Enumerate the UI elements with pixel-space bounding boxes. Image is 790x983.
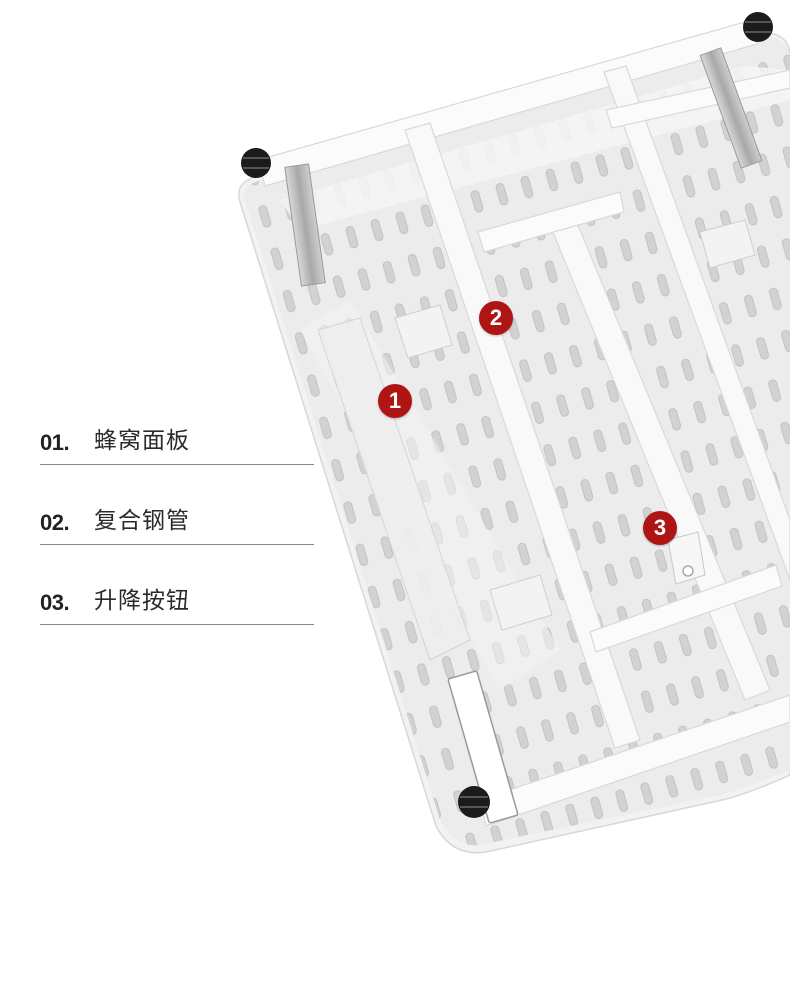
lift-button bbox=[682, 565, 694, 577]
mount-block-1 bbox=[394, 304, 453, 359]
side-rib-left bbox=[317, 317, 471, 661]
legend-number: 03. bbox=[40, 590, 70, 615]
legend-number: 01. bbox=[40, 430, 70, 455]
legend-number: 02. bbox=[40, 510, 70, 535]
callout-marker-1: 1 bbox=[378, 384, 412, 418]
foot-bottom-left bbox=[458, 786, 490, 818]
legend-item-2: 02. 复合钢管 bbox=[40, 502, 314, 545]
latch-plate-top-left bbox=[284, 163, 326, 287]
callout-marker-2: 2 bbox=[479, 301, 513, 335]
lift-button-housing bbox=[667, 531, 706, 585]
mount-block-2 bbox=[489, 574, 553, 631]
legend-item-1: 01. 蜂窝面板 bbox=[40, 422, 314, 465]
composite-steel-frame bbox=[257, 19, 790, 827]
rubber-feet bbox=[241, 12, 773, 818]
legend-label: 复合钢管 bbox=[94, 508, 190, 534]
latch-plate-top-right bbox=[699, 47, 763, 169]
callout-marker-3: 3 bbox=[643, 511, 677, 545]
mount-block-3 bbox=[699, 219, 756, 269]
foot-top-right bbox=[743, 12, 773, 42]
legend-label: 蜂窝面板 bbox=[94, 428, 190, 454]
legend-label: 升降按钮 bbox=[94, 588, 190, 614]
legend-item-3: 03. 升降按钮 bbox=[40, 582, 314, 625]
latch-plate-bottom-left bbox=[447, 670, 519, 824]
foot-top-left bbox=[241, 148, 271, 178]
